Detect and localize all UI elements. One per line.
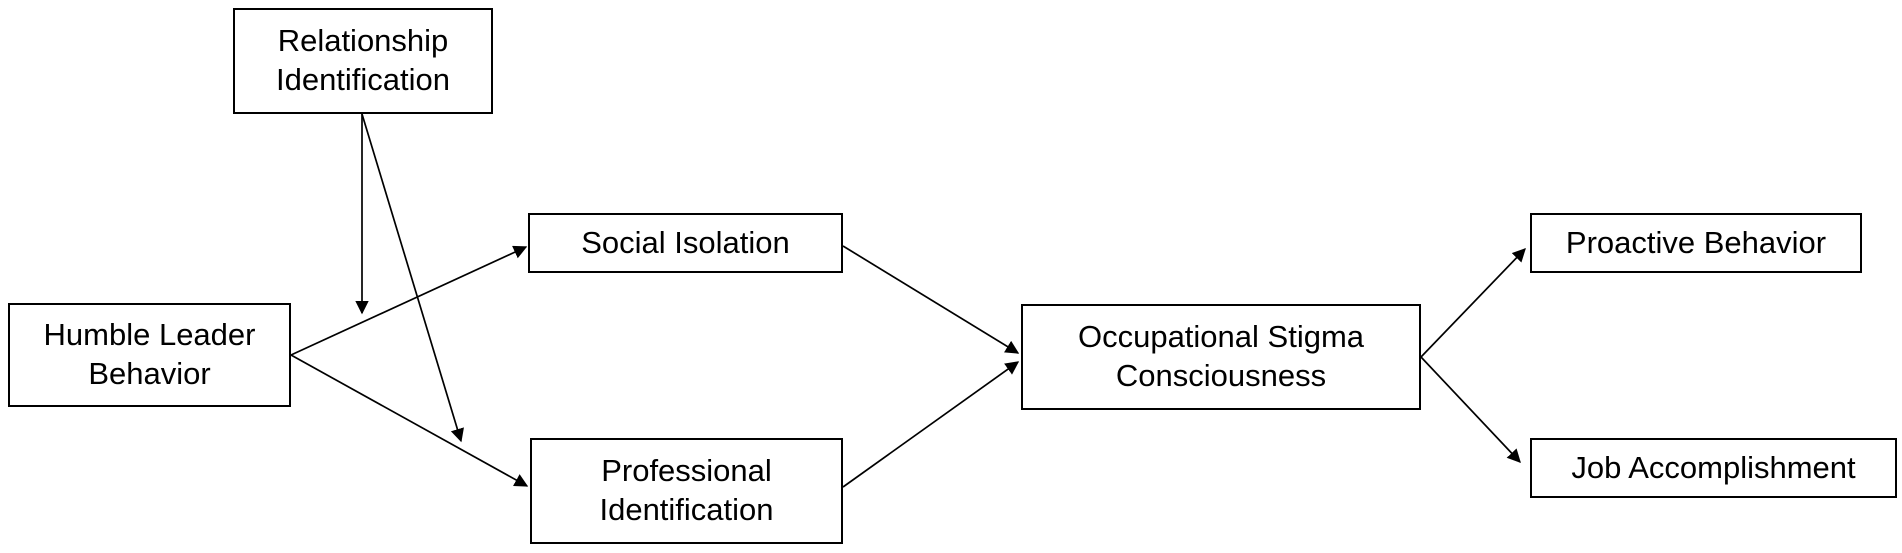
arrow-social-isolation-to-occupational-stigma	[842, 245, 1020, 354]
node-proactive-behavior: Proactive Behavior	[1530, 213, 1862, 273]
node-relationship-identification: Relationship Identification	[233, 8, 493, 114]
node-label-professional-identification: Professional Identification	[599, 453, 774, 527]
node-label-proactive-behavior: Proactive Behavior	[1565, 224, 1827, 260]
node-social-isolation: Social Isolation	[528, 213, 843, 273]
node-label-relationship-identification: Relationship Identification	[275, 23, 451, 97]
node-occupational-stigma-consciousness: Occupational Stigma Consciousness	[1021, 304, 1421, 410]
arrow-professional-identification-to-occupational-stigma	[842, 361, 1020, 488]
node-label-social-isolation: Social Isolation	[581, 224, 790, 260]
node-label-job-accomplishment: Job Accomplishment	[1571, 449, 1856, 485]
node-professional-identification: Professional Identification	[530, 438, 843, 544]
node-label-humble-leader-behavior: Humble Leader Behavior	[43, 317, 256, 391]
node-job-accomplishment: Job Accomplishment	[1530, 438, 1897, 498]
arrow-occupational-stigma-to-job-accomplishment	[1420, 356, 1521, 463]
node-humble-leader-behavior: Humble Leader Behavior	[8, 303, 291, 407]
arrow-humble-leader-to-social-isolation	[290, 245, 528, 356]
arrow-occupational-stigma-to-proactive-behavior	[1420, 248, 1526, 358]
moderation-arrow-relationship-identification-on-professional-identification-path	[361, 113, 464, 443]
arrow-humble-leader-to-professional-identification	[290, 354, 529, 487]
node-label-occupational-stigma-consciousness: Occupational Stigma Consciousness	[1077, 319, 1365, 393]
